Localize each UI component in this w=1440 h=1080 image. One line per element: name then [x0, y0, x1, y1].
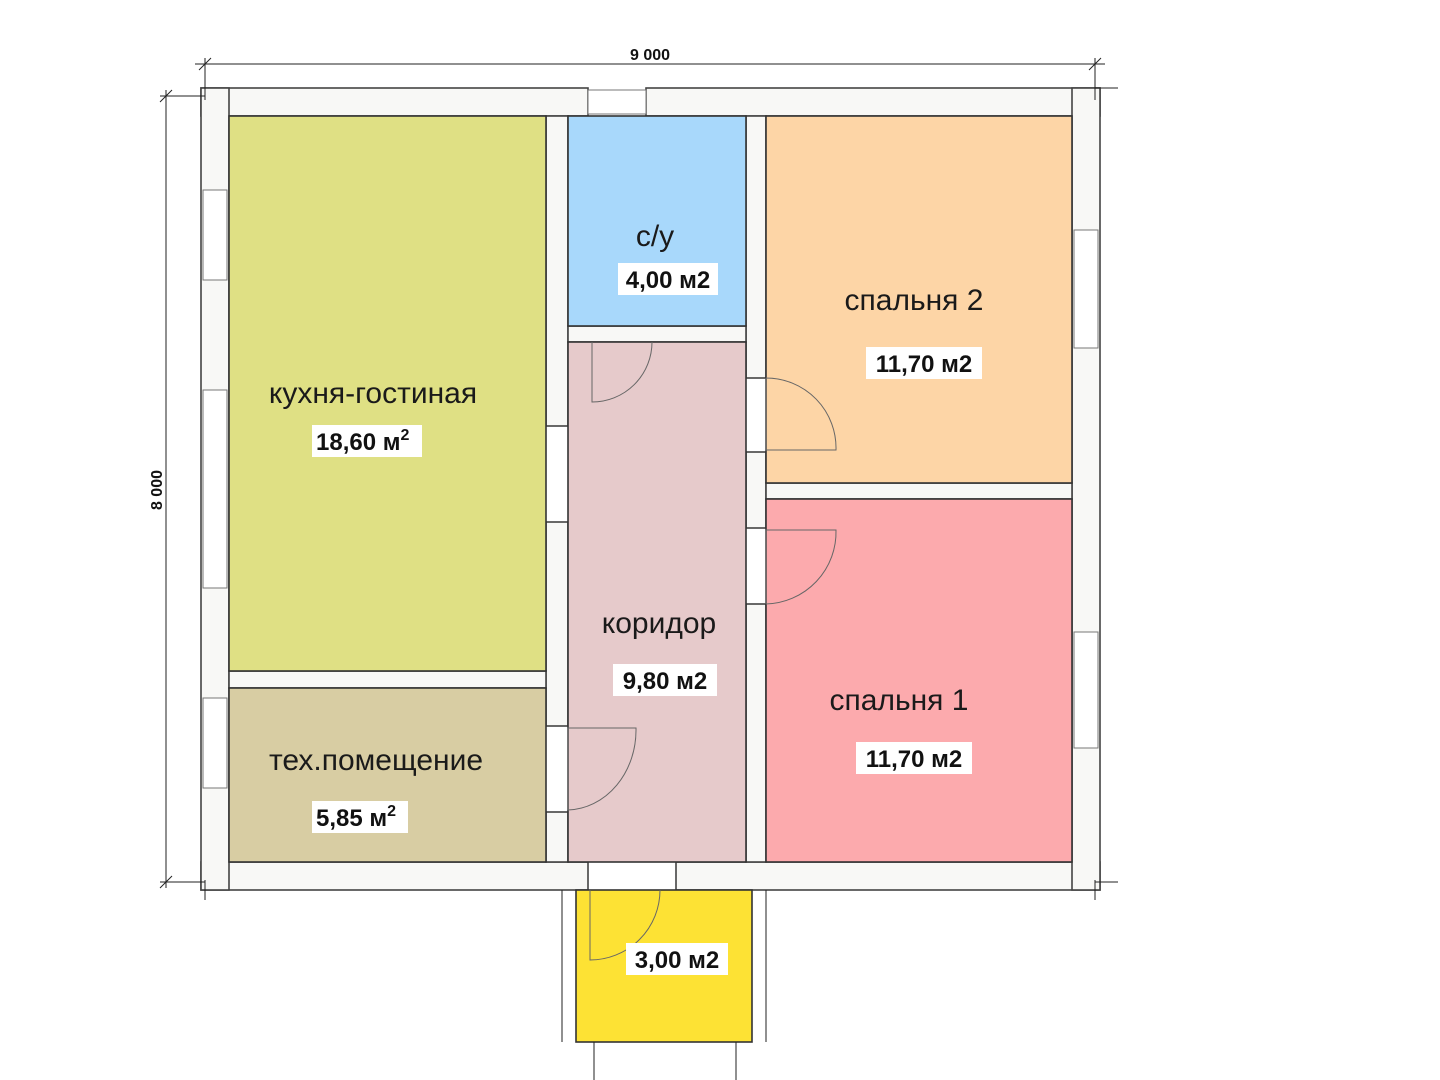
bath-area: 4,00 м2 — [626, 267, 710, 294]
bedroom2-area-bg — [866, 347, 982, 379]
wall-kitchen-tech — [228, 670, 547, 689]
room-kitchen-living — [228, 115, 547, 672]
door-bedroom-2 — [765, 377, 837, 451]
tech-area-bg — [312, 801, 408, 833]
bath-name: с/у — [636, 220, 674, 253]
room-bedroom-1 — [765, 498, 1073, 863]
wall-bath-corridor — [567, 325, 747, 343]
room-corridor — [567, 341, 747, 863]
dimension-lines — [159, 57, 1118, 900]
interior-walls — [228, 115, 1073, 863]
wall-tech-corridor — [545, 811, 569, 863]
kitchen-name: кухня-гостиная — [269, 377, 477, 410]
porch-area-bg — [626, 943, 728, 975]
bedroom2-area: 11,70 м2 — [876, 351, 973, 378]
door-tech — [567, 727, 637, 811]
tech-name: тех.помещение — [269, 744, 483, 777]
windows — [202, 89, 1099, 789]
bath-area-bg — [618, 263, 718, 295]
bedroom1-name: спальня 1 — [830, 684, 969, 717]
porch-steps — [561, 890, 767, 1080]
tech-area: 5,85 м2 — [316, 803, 396, 832]
corridor-area: 9,80 м2 — [623, 668, 707, 695]
room-bedroom-2 — [765, 115, 1073, 484]
bedroom1-area: 11,70 м2 — [866, 746, 963, 773]
window-left-3 — [202, 697, 228, 789]
door-bedroom-1 — [765, 529, 837, 605]
wall-between-bedrooms — [765, 482, 1073, 500]
window-top — [587, 89, 647, 115]
bedroom1-area-bg — [856, 742, 972, 774]
kitchen-area: 18,60 м2 — [316, 427, 409, 456]
door-bath — [591, 341, 653, 403]
wall-right — [1071, 87, 1101, 891]
wall-bottom-right — [675, 861, 1101, 891]
porch-area: 3,00 м2 — [635, 947, 719, 974]
dim-height-label: 8 000 — [149, 470, 166, 510]
corridor-name: коридор — [602, 607, 716, 640]
wall-kitchen-corridor-upper — [545, 115, 569, 427]
wall-corridor-bedroom-mid — [745, 451, 767, 529]
window-right-1 — [1073, 229, 1099, 349]
window-right-2 — [1073, 631, 1099, 749]
window-left-1 — [202, 189, 228, 281]
kitchen-area-bg — [312, 425, 422, 457]
dim-width-label: 9 000 — [630, 47, 670, 64]
wall-corridor-bedroom-upper — [745, 115, 767, 379]
doors — [567, 341, 837, 961]
rooms — [228, 115, 1073, 1043]
bedroom2-name: спальня 2 — [845, 284, 984, 317]
corridor-area-bg — [613, 664, 717, 696]
room-labels: кухня-гостиная 18,60 м2 с/у 4,00 м2 спал… — [269, 220, 984, 975]
wall-corridor-bedroom-lower — [745, 603, 767, 863]
wall-top-left — [200, 87, 589, 117]
window-left-2 — [202, 389, 228, 589]
door-entrance — [589, 889, 661, 961]
wall-top-right — [645, 87, 1101, 117]
wall-bottom-left — [200, 861, 589, 891]
wall-kitchen-corridor-lower — [545, 521, 569, 727]
